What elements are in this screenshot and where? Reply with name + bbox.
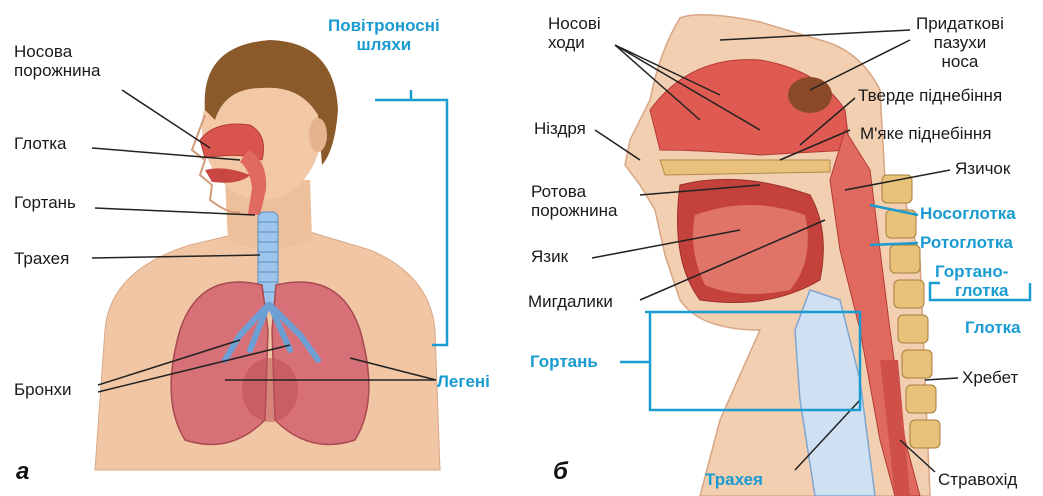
label-tonsils: Мигдалики	[528, 292, 613, 311]
torso-figure	[95, 40, 440, 470]
label-bronchi: Бронхи	[14, 380, 71, 399]
label-larynx-a: Гортань	[14, 193, 76, 212]
label-nostril: Ніздря	[534, 119, 586, 138]
label-trachea-a: Трахея	[14, 249, 69, 268]
label-paranasal-sinuses: Придаткові пазухи носа	[916, 14, 1004, 71]
label-pharynx-a: Глотка	[14, 134, 67, 153]
label-uvula: Язичок	[955, 159, 1010, 178]
label-oral-cavity: Ротова порожнина	[531, 182, 617, 220]
panel-letter-b: б	[553, 458, 568, 486]
label-nasal-passages: Носові ходи	[548, 14, 601, 52]
label-oropharynx: Ротоглотка	[920, 233, 1013, 252]
label-airways: Повітроносні шляхи	[328, 16, 440, 54]
label-larynx-b: Гортань	[530, 352, 598, 371]
tongue-shape	[693, 205, 808, 294]
label-spine: Хребет	[962, 368, 1018, 387]
label-soft-palate: М'яке піднебіння	[860, 124, 991, 143]
label-nasopharynx: Носоглотка	[920, 204, 1016, 223]
ear	[309, 118, 327, 152]
label-pharynx-b: Глотка	[965, 318, 1021, 337]
heart-shape	[242, 358, 298, 422]
label-tongue: Язик	[531, 247, 568, 266]
hard-palate-shape	[660, 160, 830, 175]
label-lungs: Легені	[437, 372, 490, 391]
label-trachea-b: Трахея	[705, 470, 763, 489]
panel-letter-a: а	[16, 458, 29, 486]
label-esophagus: Стравохід	[938, 470, 1017, 489]
label-hard-palate: Тверде піднебіння	[858, 86, 1002, 105]
label-nasal-cavity: Носова порожнина	[14, 42, 100, 80]
label-laryngopharynx: Гортано- глотка	[935, 262, 1008, 300]
